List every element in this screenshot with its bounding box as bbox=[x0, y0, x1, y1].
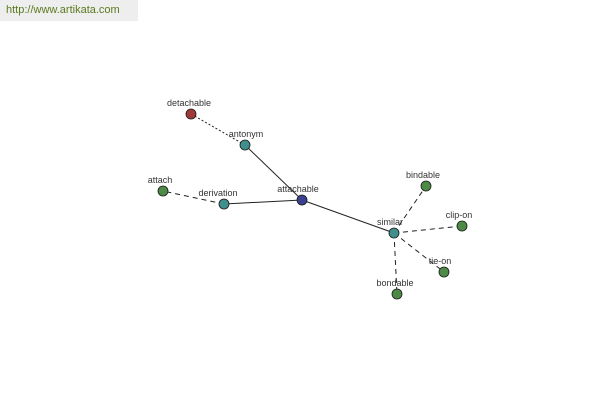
node-label-detachable: detachable bbox=[167, 98, 211, 108]
node-bondable[interactable] bbox=[391, 288, 403, 300]
edge-similar-tie-on bbox=[393, 232, 445, 273]
url-banner: http://www.artikata.com bbox=[0, 0, 138, 21]
node-label-antonym: antonym bbox=[229, 129, 264, 139]
node-label-bindable: bindable bbox=[406, 170, 440, 180]
node-label-clip-on: clip-on bbox=[446, 210, 473, 220]
node-attach[interactable] bbox=[157, 185, 169, 197]
node-attachable[interactable] bbox=[296, 194, 308, 206]
node-tie-on[interactable] bbox=[438, 266, 450, 278]
edge-attachable-derivation bbox=[223, 199, 303, 205]
edge-derivation-attach bbox=[162, 190, 225, 205]
node-bindable[interactable] bbox=[420, 180, 432, 192]
edge-attachable-similar bbox=[301, 199, 395, 234]
node-label-attachable: attachable bbox=[277, 184, 319, 194]
node-label-attach: attach bbox=[148, 175, 173, 185]
node-clip-on[interactable] bbox=[456, 220, 468, 232]
node-label-tie-on: tie-on bbox=[429, 256, 452, 266]
edge-similar-clip-on bbox=[393, 225, 463, 234]
node-label-derivation: derivation bbox=[198, 188, 237, 198]
labels-layer: attachable antonym detachable derivation att… bbox=[148, 98, 473, 288]
nodes-layer bbox=[157, 108, 468, 300]
edge-attachable-antonym bbox=[244, 144, 303, 201]
site-url-link[interactable]: http://www.artikata.com bbox=[6, 4, 120, 16]
edge-similar-bindable bbox=[393, 185, 427, 234]
node-similar[interactable] bbox=[388, 227, 400, 239]
edge-similar-bondable bbox=[393, 232, 398, 295]
edges-layer bbox=[162, 113, 463, 295]
node-derivation[interactable] bbox=[218, 198, 230, 210]
node-antonym[interactable] bbox=[239, 139, 251, 151]
node-label-bondable: bondable bbox=[376, 278, 413, 288]
node-detachable[interactable] bbox=[185, 108, 197, 120]
node-label-similar: similar bbox=[377, 217, 403, 227]
